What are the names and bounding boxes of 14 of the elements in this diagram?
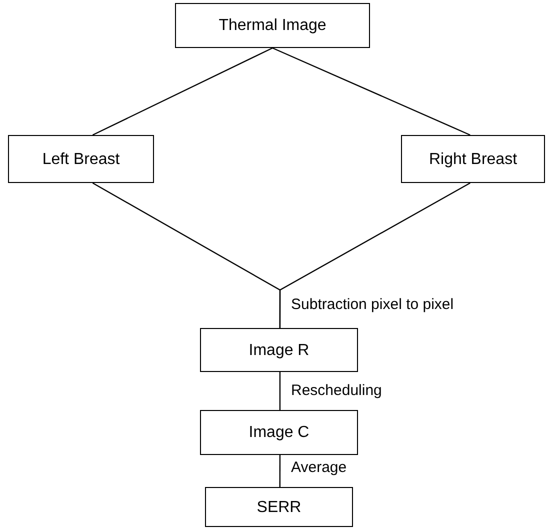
process-box: Left Breast	[8, 135, 154, 183]
process-box: Thermal Image	[175, 3, 370, 48]
process-box: Image C	[200, 410, 358, 455]
connector-line	[92, 47, 273, 136]
connector-line	[279, 182, 470, 328]
process-box: Image R	[200, 328, 358, 372]
edge-label: Rescheduling	[290, 382, 383, 400]
connector-line	[279, 372, 281, 410]
connector-line	[279, 455, 281, 487]
process-box: Right Breast	[401, 135, 545, 183]
edge-label: Average	[290, 459, 348, 477]
process-box: SERR	[205, 487, 353, 527]
connector-line	[272, 47, 470, 136]
edge-label: Subtraction pixel to pixel	[290, 296, 455, 314]
